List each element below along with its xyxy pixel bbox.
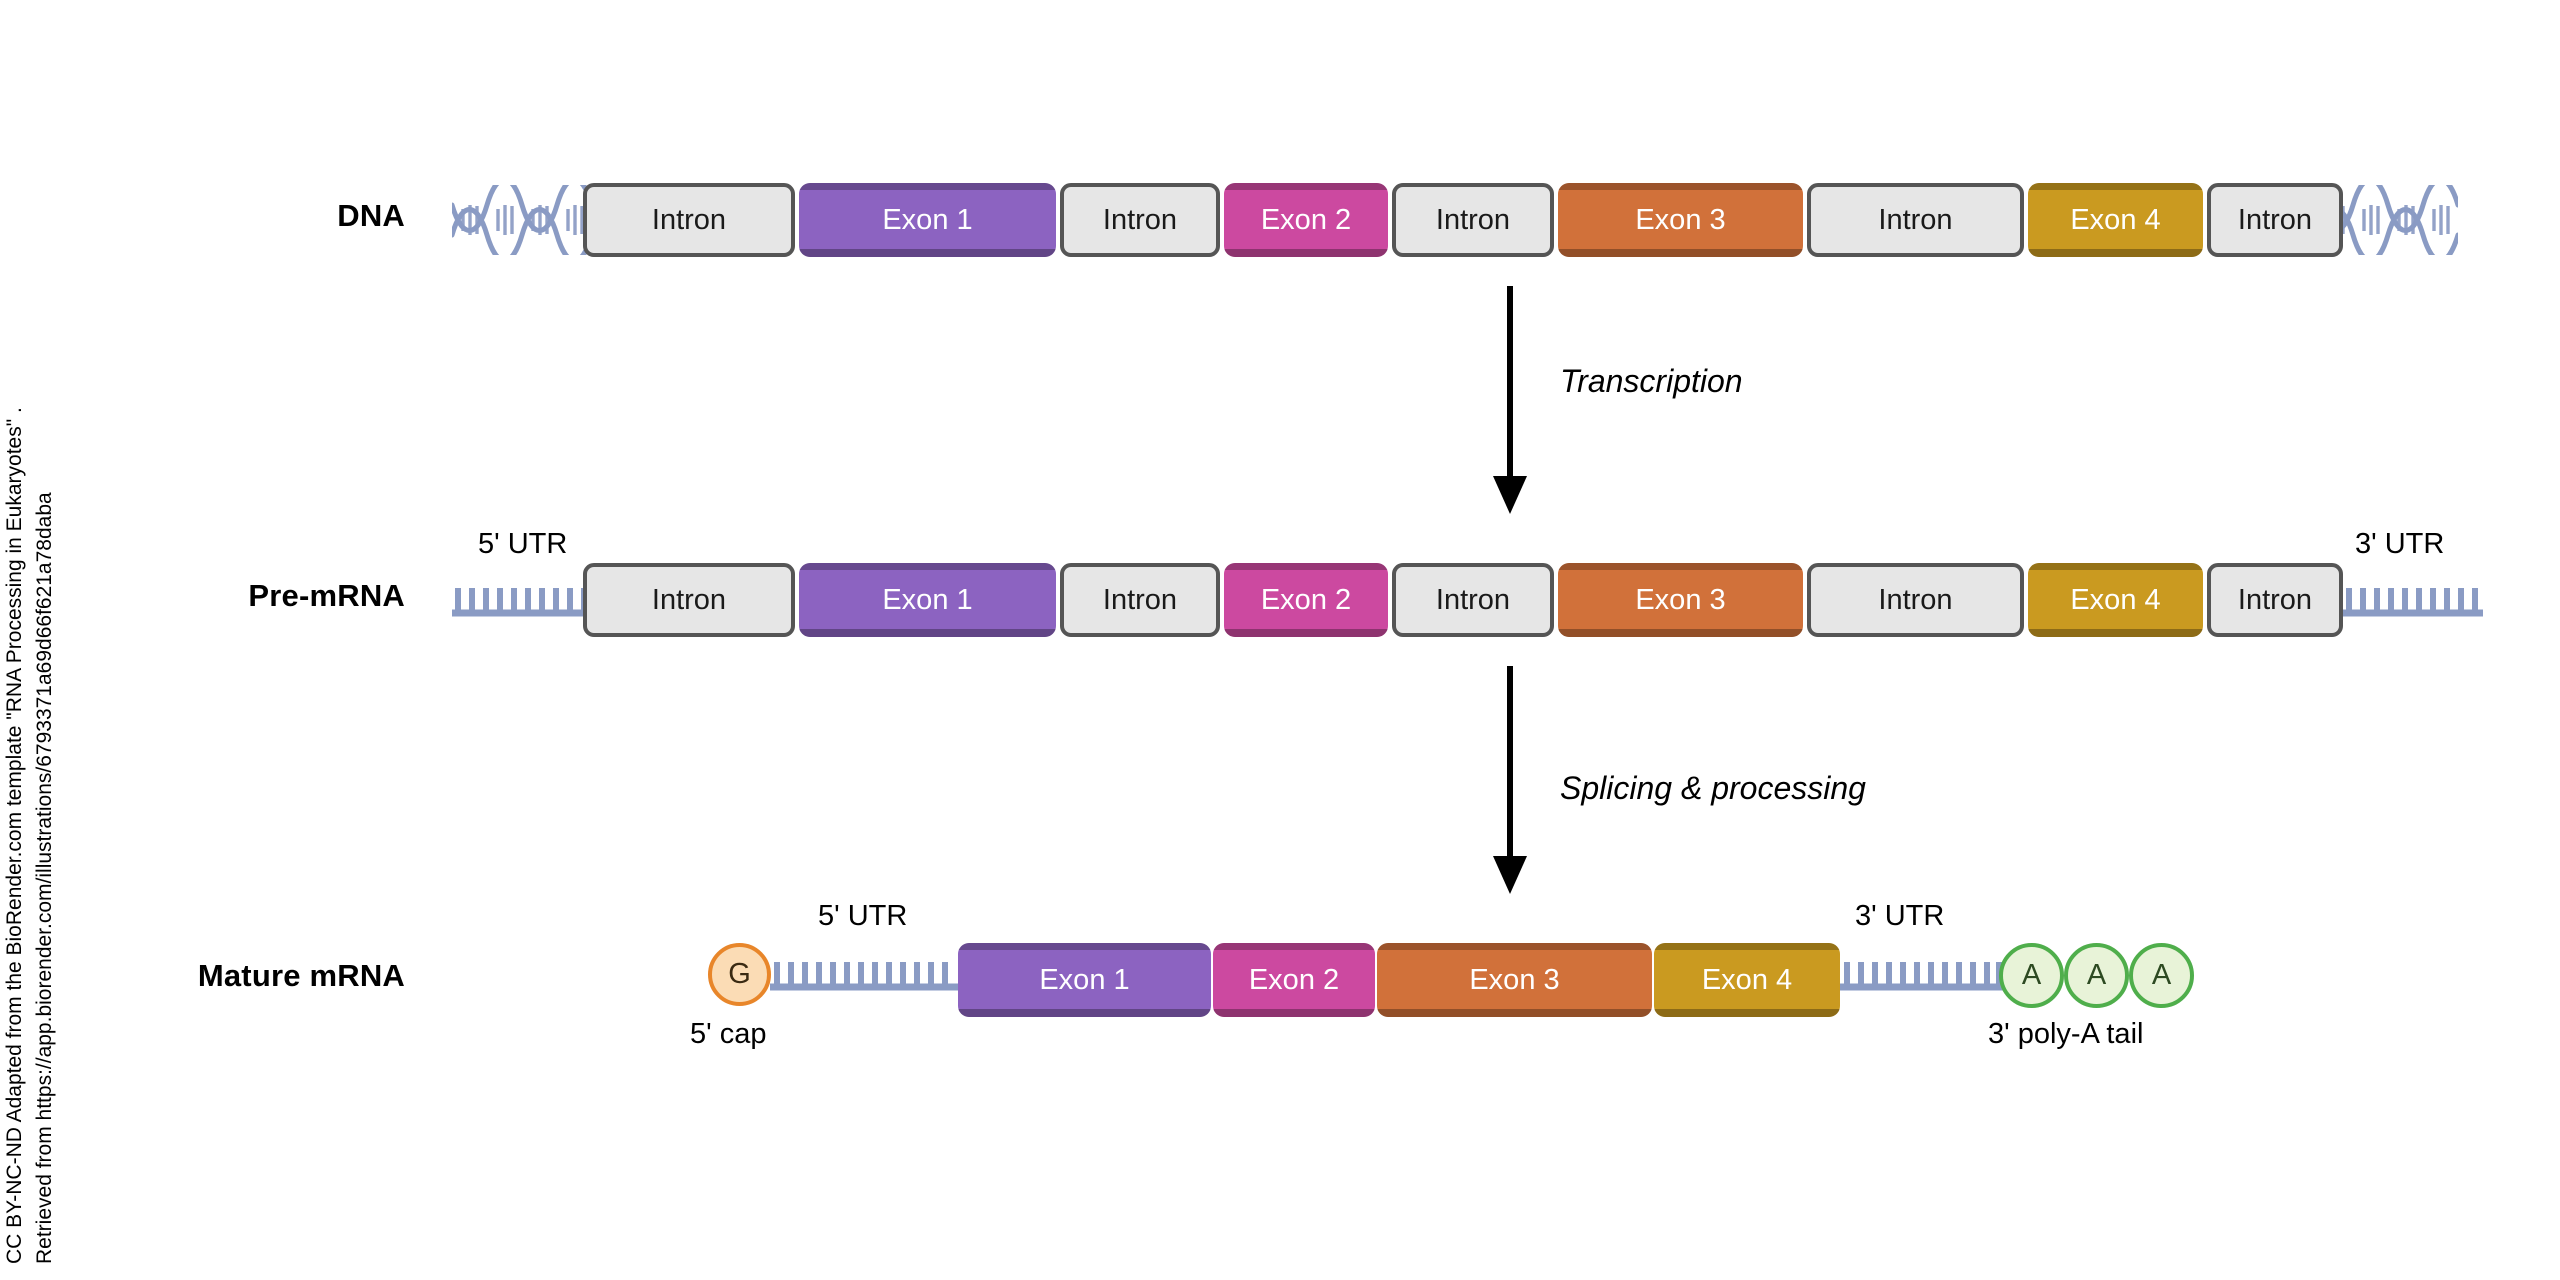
dna-segment-intron-3[interactable]: Intron	[1392, 183, 1554, 257]
splicing-label: Splicing & processing	[1560, 770, 1866, 806]
poly-a-tail-caption: 3' poly-A tail	[1988, 1018, 2144, 1050]
pre-mrna-segment-intron-2[interactable]: Intron	[1060, 563, 1220, 637]
poly-a-nucleotide-3[interactable]: A	[2129, 943, 2194, 1008]
rna-strand-right-3utr	[2343, 588, 2483, 617]
mature-segment-exon-1[interactable]: Exon 1	[958, 943, 1211, 1017]
pre-mrna-segment-intron-3[interactable]: Intron	[1392, 563, 1554, 637]
mature-3utr-label: 3' UTR	[1855, 900, 1945, 932]
poly-a-nucleotide-1[interactable]: A	[1999, 943, 2064, 1008]
dna-helix-left-icon	[452, 185, 592, 255]
splicing-arrow	[1493, 666, 1527, 894]
rna-strand-left-5utr	[452, 588, 592, 617]
dna-segment-intron-2[interactable]: Intron	[1060, 183, 1220, 257]
attribution-line-2: Retrieved from https://app.biorender.com…	[33, 492, 56, 1264]
dna-segment-exon-2[interactable]: Exon 2	[1224, 183, 1388, 257]
transcription-arrow	[1493, 286, 1527, 514]
pre-mrna-segment-exon-4[interactable]: Exon 4	[2028, 563, 2203, 637]
pre-mrna-segment-intron-4[interactable]: Intron	[1807, 563, 2024, 637]
mature-5utr-label: 5' UTR	[818, 900, 908, 932]
pre-mrna-segment-intron-1[interactable]: Intron	[583, 563, 795, 637]
dna-segment-exon-4[interactable]: Exon 4	[2028, 183, 2203, 257]
attribution-text: CC BY-NC-ND Adapted from the BioRender.c…	[0, 0, 62, 1270]
transcription-label: Transcription	[1560, 363, 1743, 399]
dna-segment-exon-1[interactable]: Exon 1	[799, 183, 1056, 257]
pre-mrna-segment-exon-1[interactable]: Exon 1	[799, 563, 1056, 637]
pre-mrna-5utr-label: 5' UTR	[478, 528, 568, 560]
pre-mrna-segment-exon-2[interactable]: Exon 2	[1224, 563, 1388, 637]
mature-3utr-strand	[1840, 962, 2005, 991]
row-label-mature-mrna: Mature mRNA	[197, 958, 405, 993]
poly-a-nucleotide-2[interactable]: A	[2064, 943, 2129, 1008]
row-label-pre-mrna: Pre-mRNA	[248, 578, 405, 613]
row-label-dna: DNA	[337, 198, 405, 233]
mature-segment-exon-2[interactable]: Exon 2	[1213, 943, 1375, 1017]
attribution-line-1: CC BY-NC-ND Adapted from the BioRender.c…	[3, 407, 26, 1264]
dna-segment-exon-3[interactable]: Exon 3	[1558, 183, 1803, 257]
mature-5utr-strand	[770, 962, 960, 991]
dna-segment-intron-5[interactable]: Intron	[2207, 183, 2343, 257]
dna-segment-intron-1[interactable]: Intron	[583, 183, 795, 257]
pre-mrna-segment-intron-5[interactable]: Intron	[2207, 563, 2343, 637]
pre-mrna-segment-exon-3[interactable]: Exon 3	[1558, 563, 1803, 637]
mature-segment-exon-4[interactable]: Exon 4	[1654, 943, 1840, 1017]
dna-segment-intron-4[interactable]: Intron	[1807, 183, 2024, 257]
mature-segment-exon-3[interactable]: Exon 3	[1377, 943, 1652, 1017]
pre-mrna-3utr-label: 3' UTR	[2355, 528, 2445, 560]
five-prime-cap-caption: 5' cap	[690, 1018, 767, 1050]
five-prime-cap-g[interactable]: G	[708, 943, 771, 1006]
